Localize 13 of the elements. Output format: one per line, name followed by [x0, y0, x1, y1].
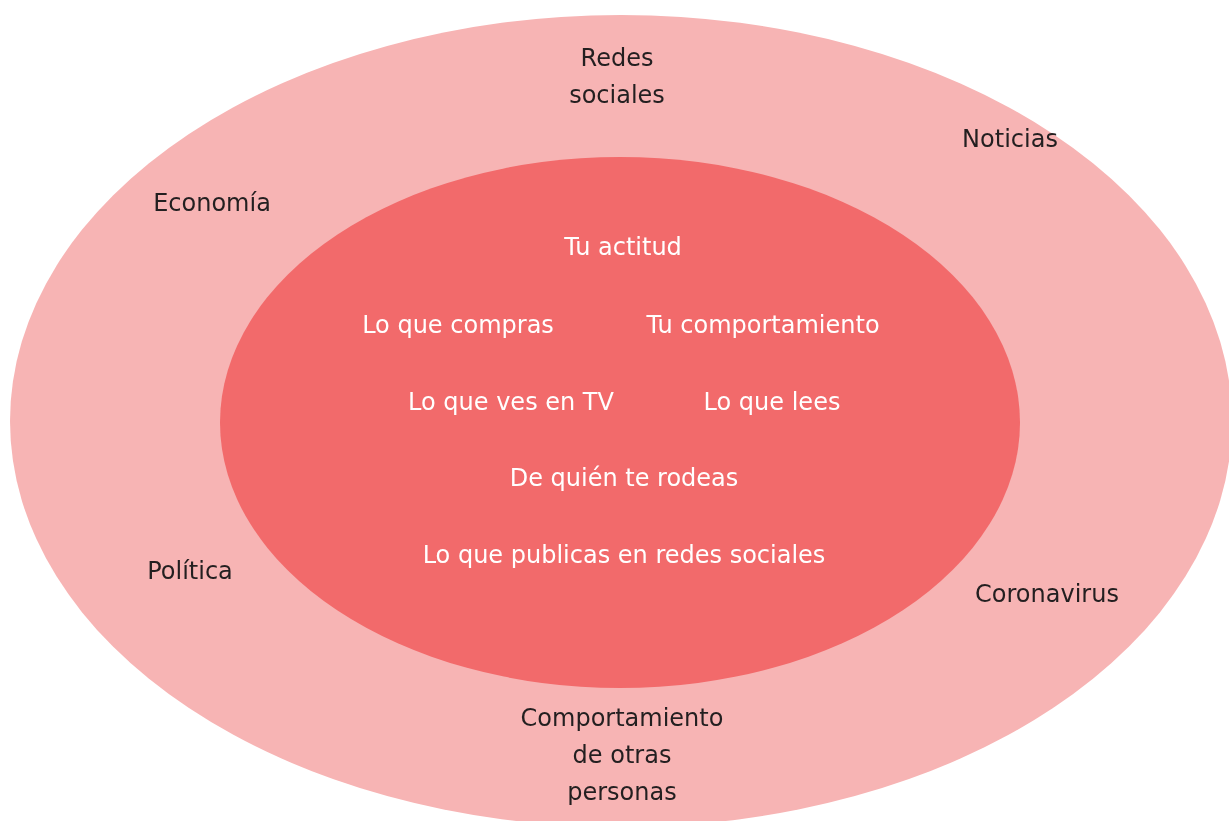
ellipse-label: Tu comportamiento	[646, 310, 880, 342]
ellipse-label: Economía	[153, 188, 271, 220]
ellipse-label: Noticias	[962, 124, 1058, 156]
ellipse-label: Lo que lees	[703, 387, 841, 419]
ellipse-label: De quién te rodeas	[509, 463, 739, 495]
ellipse-label: Lo que ves en TV	[408, 387, 614, 419]
ellipse-label: Lo que compras	[362, 310, 554, 342]
ellipse-label: Redes sociales	[568, 42, 666, 111]
ellipse-label: Coronavirus	[975, 579, 1119, 611]
ellipse-label: Lo que publicas en redes sociales	[422, 540, 826, 572]
ellipse-label: Comportamiento de otras personas	[519, 703, 725, 809]
ellipse-label: Política	[147, 556, 233, 588]
ellipse-label: Tu actitud	[564, 232, 682, 264]
